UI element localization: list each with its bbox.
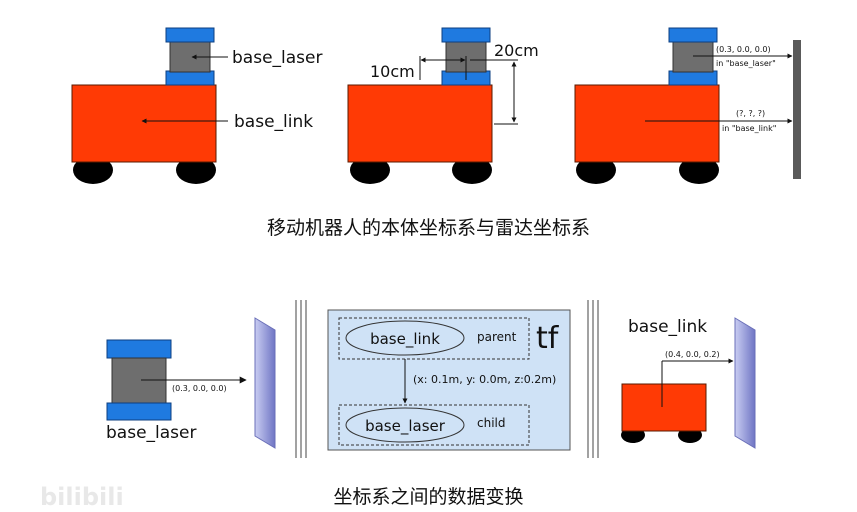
base-link-label: base_link (628, 317, 707, 337)
tf-box: tf base_link parent (x: 0.1m, y: 0.0m, z… (327, 309, 571, 451)
laser-bottom-cap (106, 402, 172, 421)
child-frame-node (345, 407, 465, 443)
wheel (576, 156, 616, 184)
wheel (73, 156, 113, 184)
bilibili-watermark: bilibili (40, 483, 124, 511)
laser-sensor (106, 339, 172, 421)
parent-role-label: parent (477, 330, 517, 344)
robot-body (71, 84, 217, 163)
robot-base (621, 383, 707, 443)
child-role-label: child (477, 416, 506, 430)
link-reading: (?, ?, ?) (736, 109, 765, 118)
robot-1 (71, 27, 217, 184)
robot-body (347, 84, 493, 163)
robot-2 (347, 27, 493, 184)
bottom-caption: 坐标系之间的数据变换 (333, 486, 524, 508)
tf-title: tf (536, 321, 560, 356)
robot-body (621, 383, 707, 432)
laser-reading-frame: in "base_laser" (716, 59, 776, 68)
laser-top-cap (441, 27, 491, 43)
link-reading: (0.4, 0.0, 0.2) (665, 350, 720, 359)
offset-z-label: 20cm (494, 41, 539, 60)
parent-frame-label: base_link (370, 330, 440, 349)
child-frame-label: base_laser (365, 417, 446, 436)
laser-reading: (0.3, 0.0, 0.0) (172, 384, 227, 393)
link-reading-frame: in "base_link" (722, 124, 776, 133)
wheel (176, 156, 216, 184)
laser-bottom-cap (668, 70, 718, 86)
top-caption: 移动机器人的本体坐标系与雷达坐标系 (266, 217, 590, 239)
base-link-label: base_link (234, 112, 313, 132)
parent-frame-node (345, 320, 465, 356)
offset-x-label: 10cm (370, 62, 415, 81)
tf-transform-value: (x: 0.1m, y: 0.0m, z:0.2m) (413, 373, 556, 386)
base-laser-label: base_laser (106, 423, 196, 443)
child-frame-box (338, 404, 530, 446)
separator-left (295, 300, 307, 458)
wheel (679, 156, 719, 184)
laser-top-cap (668, 27, 718, 43)
wheel (452, 156, 492, 184)
laser-top-cap (106, 339, 172, 359)
parent-frame-box (338, 317, 530, 360)
laser-bottom-cap (165, 70, 215, 86)
wall (254, 317, 276, 449)
wheel (350, 156, 390, 184)
wall (793, 40, 801, 179)
base-laser-label: base_laser (232, 48, 322, 68)
separator-right (587, 300, 599, 458)
robot-3 (574, 27, 720, 184)
laser-top-cap (165, 27, 215, 43)
robot-body (574, 84, 720, 163)
laser-reading: (0.3, 0.0, 0.0) (716, 45, 771, 54)
wall (734, 317, 756, 449)
